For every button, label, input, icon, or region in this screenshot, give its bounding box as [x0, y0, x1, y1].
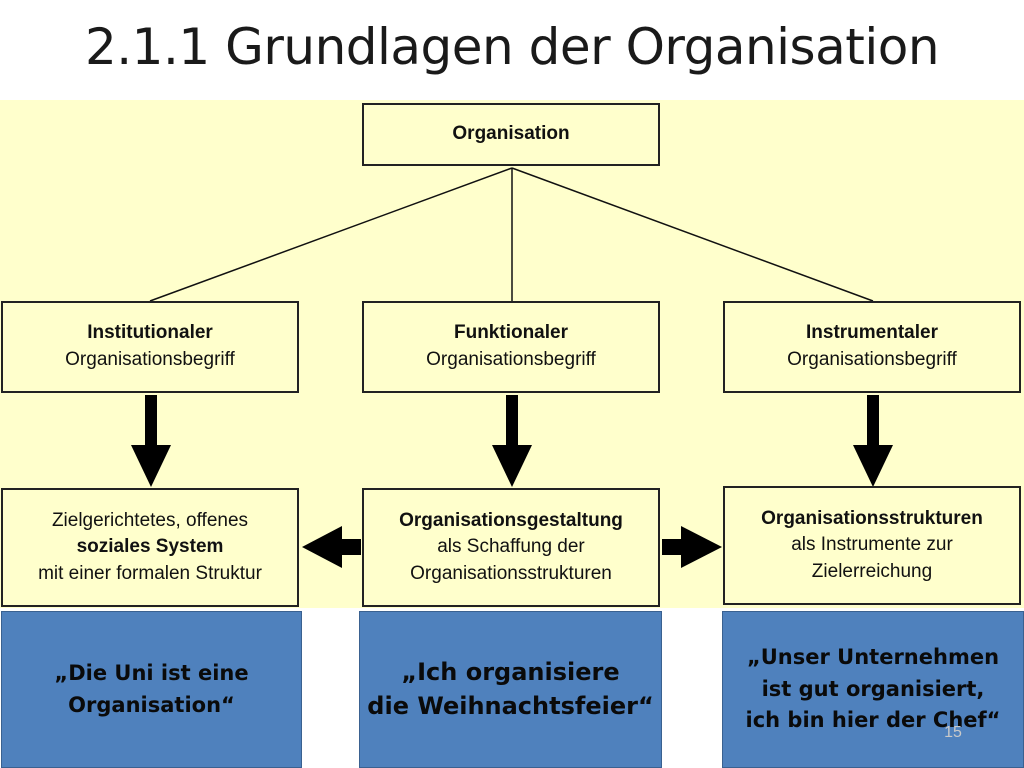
right-arrow-icon: [662, 526, 722, 568]
concept-subtitle: Organisationsbegriff: [787, 349, 957, 370]
detail-node-organisationsgestaltung: Organisationsgestaltung als Schaffung de…: [362, 488, 660, 607]
concept-node-instrumental: Instrumentaler Organisationsbegriff: [723, 301, 1021, 393]
quote-line: Organisation“: [68, 692, 235, 717]
detail-line: Organisationsstrukturen: [761, 507, 983, 529]
concept-title: Instrumentaler: [806, 322, 938, 344]
root-node-label: Organisation: [452, 123, 570, 145]
detail-line: mit einer formalen Struktur: [38, 562, 262, 584]
detail-node-social-system: Zielgerichtetes, offenes soziales System…: [1, 488, 299, 607]
concept-title: Institutionaler: [87, 322, 213, 344]
quote-box-uni: „Die Uni ist eine Organisation“: [1, 611, 302, 768]
quote-line: ist gut organisiert,: [761, 676, 985, 701]
concept-subtitle: Organisationsbegriff: [65, 349, 235, 370]
root-node-organisation: Organisation: [362, 103, 660, 166]
quote-box-weihnachtsfeier: „Ich organisiere die Weihnachtsfeier“: [359, 611, 662, 768]
connector-line-left: [149, 167, 513, 302]
quote-line: die Weihnachtsfeier“: [367, 691, 654, 720]
concept-title: Funktionaler: [453, 322, 568, 344]
detail-line: als Schaffung der: [437, 536, 585, 558]
page-number: 15: [944, 724, 962, 741]
down-arrow-icon-center: [492, 395, 532, 487]
quote-line: ich bin hier der Chef“: [745, 708, 1001, 733]
connector-line-right: [511, 167, 874, 302]
quote-line: „Ich organisiere: [401, 657, 620, 686]
detail-line: soziales System: [76, 536, 224, 558]
quote-box-unternehmen: „Unser Unternehmen ist gut organisiert, …: [722, 611, 1024, 768]
detail-line: als Instrumente zur: [791, 534, 953, 556]
concept-node-institutional: Institutionaler Organisationsbegriff: [1, 301, 299, 393]
left-arrow-icon: [302, 526, 361, 568]
concept-subtitle: Organisationsbegriff: [426, 349, 596, 370]
concept-node-functional: Funktionaler Organisationsbegriff: [362, 301, 660, 393]
detail-line: Zielgerichtetes, offenes: [51, 509, 249, 531]
slide-title: 2.1.1 Grundlagen der Organisation: [84, 18, 940, 76]
down-arrow-icon-left: [131, 395, 171, 487]
quote-line: „Unser Unternehmen: [746, 645, 1000, 670]
quote-line: „Die Uni ist eine: [54, 661, 249, 685]
down-arrow-icon-right: [853, 395, 893, 487]
detail-line: Zielerreichung: [811, 560, 933, 582]
detail-line: Organisationsgestaltung: [399, 509, 623, 531]
detail-node-organisationsstrukturen: Organisationsstrukturen als Instrumente …: [723, 486, 1021, 605]
detail-line: Organisationsstrukturen: [410, 562, 612, 584]
